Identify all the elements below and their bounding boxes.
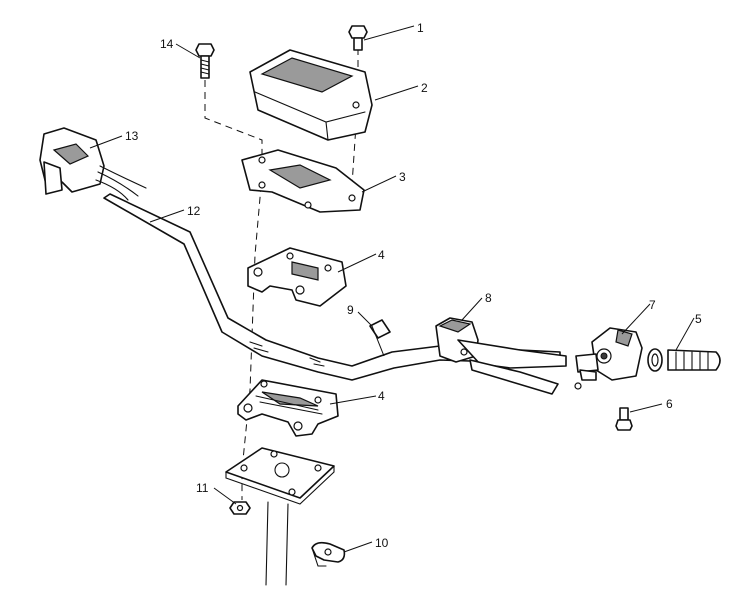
callout-12: 12 [187, 204, 201, 218]
part-6-screw [615, 407, 633, 431]
part-4-lower-clamp [237, 379, 339, 437]
callout-9: 9 [347, 303, 354, 317]
part-2-handlebar-cap [249, 49, 373, 141]
callout-5: 5 [695, 312, 702, 326]
alignment-lines [204, 48, 359, 500]
callout-14: 14 [160, 37, 174, 51]
callout-11: 11 [196, 481, 209, 495]
part-3-upper-plate [241, 149, 365, 213]
callout-4-upper: 4 [378, 248, 385, 262]
steering-post [265, 501, 289, 586]
part-7-throttle-housing [574, 327, 643, 390]
part-8-master-cylinder [435, 317, 567, 395]
callout-7: 7 [649, 298, 656, 312]
base-plate [225, 447, 335, 505]
callout-8: 8 [485, 291, 492, 305]
callout-4-lower: 4 [378, 389, 385, 403]
leader-lines [89, 25, 695, 553]
part-1-bolt [348, 25, 368, 51]
callout-6: 6 [666, 397, 673, 411]
part-11-nut [229, 501, 251, 515]
part-13-switch-housing [39, 127, 147, 201]
part-5-grip [647, 348, 721, 372]
callout-3: 3 [399, 170, 406, 184]
callout-2: 2 [421, 81, 428, 95]
callout-10: 10 [375, 536, 389, 550]
part-14-bolt [195, 43, 215, 79]
part-4-upper-clamp [247, 247, 347, 307]
callout-1: 1 [417, 21, 424, 35]
part-10-clip [311, 541, 346, 567]
callout-13: 13 [125, 129, 139, 143]
callout-labels: 1 2 3 4 4 5 6 7 8 9 10 11 12 13 14 [125, 21, 702, 550]
